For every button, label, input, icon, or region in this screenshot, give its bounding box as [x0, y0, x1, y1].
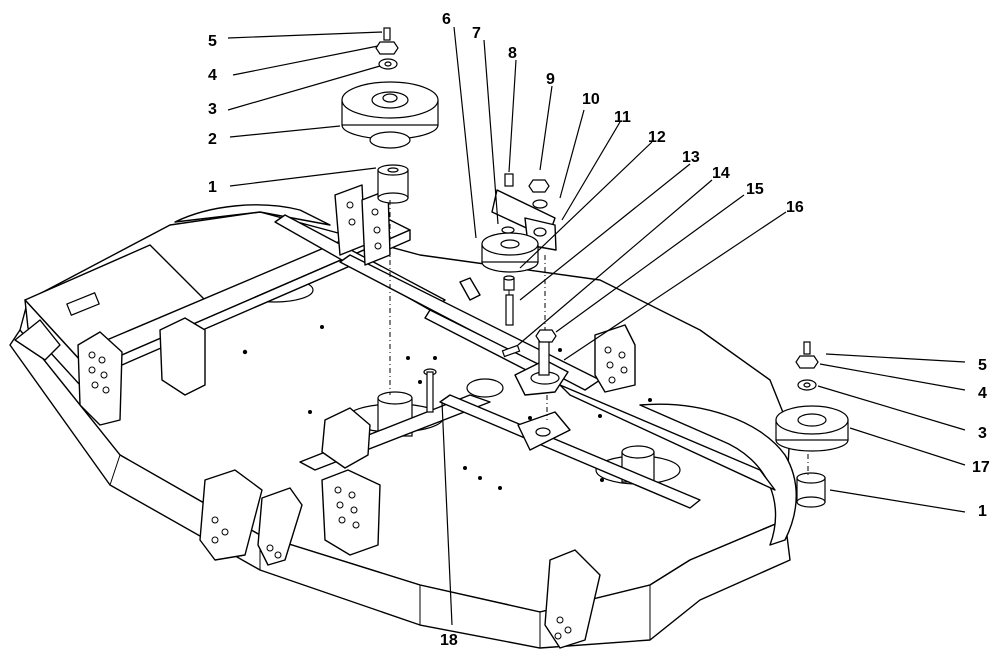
- bracket-rear-left: [334, 184, 391, 266]
- callout-3-left: 3: [208, 101, 217, 118]
- callout-5-right: 5: [978, 357, 987, 374]
- bracket-left-front: [77, 317, 206, 426]
- bracket-center-front: [321, 407, 381, 556]
- callout-12: 12: [648, 129, 666, 146]
- callout-5-left: 5: [208, 33, 217, 50]
- callout-7: 7: [472, 25, 481, 42]
- callouts: 5 4 3 2 1 6 7 8 9 10 11 12 13 14 15 16 5…: [208, 11, 990, 649]
- callout-8: 8: [508, 45, 517, 62]
- callout-4-right: 4: [978, 385, 987, 402]
- leader-lines: [227, 26, 966, 626]
- bolt-18: [423, 368, 437, 413]
- callout-16: 16: [786, 199, 804, 216]
- callout-6: 6: [442, 11, 451, 28]
- idler-pivot-plate: [514, 339, 571, 451]
- callout-9: 9: [546, 71, 555, 88]
- callout-3-right: 3: [978, 425, 987, 442]
- pulley-stack-left: [341, 27, 439, 395]
- callout-11: 11: [614, 109, 631, 126]
- callout-1-left: 1: [208, 179, 217, 196]
- callout-1-right: 1: [978, 503, 987, 520]
- callout-13: 13: [682, 149, 700, 166]
- bracket-front-center: [544, 549, 601, 649]
- callout-18: 18: [440, 632, 458, 649]
- callout-15: 15: [746, 181, 764, 198]
- callout-4-left: 4: [208, 67, 217, 84]
- pulley-stack-right: [775, 341, 849, 508]
- callout-10: 10: [582, 91, 600, 108]
- callout-14: 14: [712, 165, 730, 182]
- callout-2: 2: [208, 131, 217, 148]
- bracket-front-left: [199, 469, 303, 566]
- bracket-right-rear: [594, 324, 636, 393]
- idler-pulley-assembly: [481, 173, 557, 420]
- callout-17: 17: [972, 459, 990, 476]
